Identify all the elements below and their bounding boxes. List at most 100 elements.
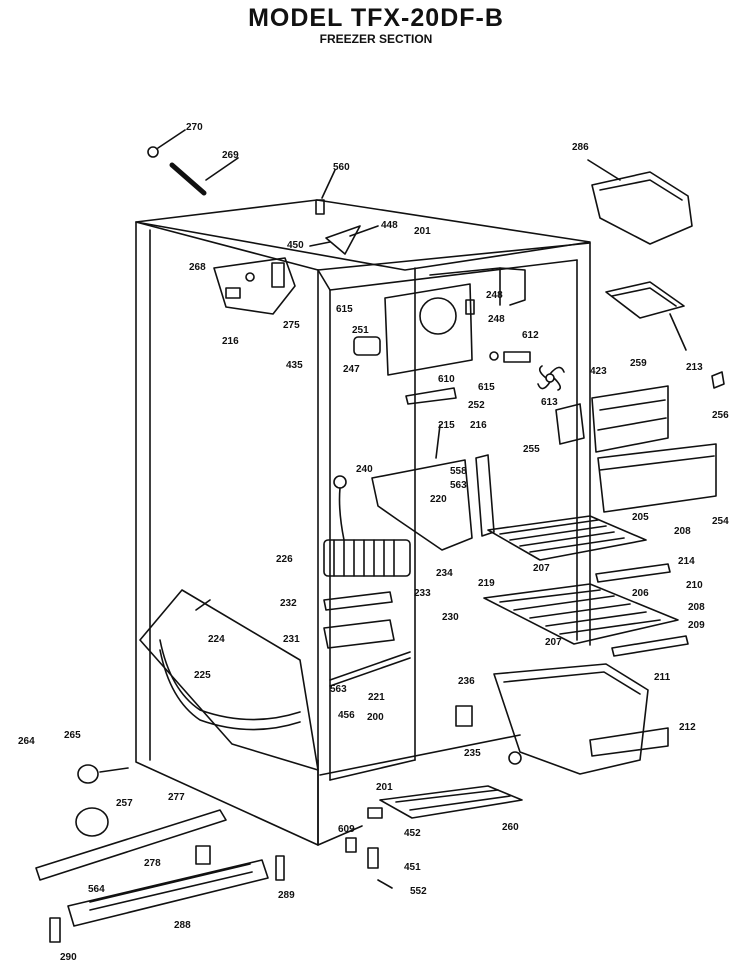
part-205-upper-shelf: [487, 515, 647, 561]
part-evaporator-cover: [384, 267, 526, 376]
part-269-rod: [169, 157, 239, 196]
part-226-evaporator: [323, 539, 411, 577]
callout-211: 211: [654, 672, 671, 683]
callout-251: 251: [352, 325, 369, 336]
callout-609: 609: [338, 824, 355, 835]
part-221-heater: [329, 651, 411, 687]
part-612-fan-bracket: [489, 351, 531, 363]
callout-233: 233: [414, 588, 431, 599]
callout-264: 264: [18, 736, 35, 747]
part-613-fan-blade: [537, 365, 565, 391]
callout-256: 256: [712, 410, 729, 421]
callout-235: 235: [464, 748, 481, 759]
callout-452: 452: [404, 828, 421, 839]
callout-252: 252: [468, 400, 485, 411]
callout-232: 232: [280, 598, 297, 609]
callout-248: 248: [486, 290, 503, 301]
part-213-ice-tray: [605, 281, 687, 351]
callout-208: 208: [674, 526, 691, 537]
callout-210: 210: [686, 580, 703, 591]
callout-254: 254: [712, 516, 729, 527]
callout-552: 552: [410, 886, 427, 897]
callout-423: 423: [590, 366, 607, 377]
callout-448: 448: [381, 220, 398, 231]
part-225-heater-frame: [139, 589, 319, 771]
callout-259: 259: [630, 358, 647, 369]
callout-207: 207: [545, 637, 562, 648]
callout-456: 456: [338, 710, 355, 721]
callout-277: 277: [168, 792, 185, 803]
part-609-spacer: [367, 807, 383, 819]
part-252-duct: [405, 387, 457, 405]
part-256-hinge: [711, 371, 725, 389]
callout-269: 269: [222, 150, 239, 161]
callout-563: 563: [450, 480, 467, 491]
part-209-shelf-rail: [611, 635, 689, 657]
callout-224: 224: [208, 634, 225, 645]
part-277-rail: [35, 809, 227, 881]
part-232-drain-pan: [323, 591, 393, 611]
part-435-lamp-socket: [353, 336, 381, 356]
callout-451: 451: [404, 862, 421, 873]
diagram-subtitle: FREEZER SECTION: [319, 32, 433, 46]
callout-612: 612: [522, 330, 539, 341]
part-236-bracket: [455, 705, 473, 727]
callout-289: 289: [278, 890, 295, 901]
part-216-channel: [475, 454, 495, 537]
callout-450: 450: [287, 240, 304, 251]
callout-564: 564: [88, 884, 105, 895]
diagram-title: MODEL TFX-20DF-B: [248, 4, 504, 32]
callout-247: 247: [343, 364, 360, 375]
part-288-grille: [67, 859, 269, 927]
callout-268: 268: [189, 262, 206, 273]
callout-209: 209: [688, 620, 705, 631]
callout-230: 230: [442, 612, 459, 623]
part-240-thermostat: [333, 475, 347, 541]
callout-615: 615: [478, 382, 495, 393]
part-215-air-duct: [371, 424, 473, 551]
callout-216: 216: [470, 420, 487, 431]
callout-265: 265: [64, 730, 81, 741]
callout-563: 563: [330, 684, 347, 695]
part-289-bracket: [275, 855, 285, 881]
callout-208: 208: [688, 602, 705, 613]
part-560-screw: [315, 169, 336, 215]
callout-260: 260: [502, 822, 519, 833]
part-257-knob: [75, 807, 109, 837]
part-231-trough: [323, 619, 395, 649]
callout-213: 213: [686, 362, 703, 373]
part-290-bracket: [49, 917, 61, 943]
callout-205: 205: [632, 512, 649, 523]
callout-248: 248: [488, 314, 505, 325]
part-259-door: [591, 385, 669, 453]
callout-206: 206: [632, 588, 649, 599]
part-270-clip: [147, 129, 186, 158]
freezer-cabinet: [135, 199, 591, 846]
callout-201: 201: [414, 226, 431, 237]
callout-240: 240: [356, 464, 373, 475]
callout-610: 610: [438, 374, 455, 385]
part-211-bin: [493, 663, 669, 775]
part-448-light-shield: [309, 225, 379, 255]
part-206-lower-shelf: [483, 583, 679, 645]
callout-231: 231: [283, 634, 300, 645]
callout-288: 288: [174, 920, 191, 931]
callout-286: 286: [572, 142, 589, 153]
part-260-basket: [379, 785, 523, 819]
callout-257: 257: [116, 798, 133, 809]
part-278-clip: [195, 845, 211, 865]
callout-290: 290: [60, 952, 77, 963]
callout-219: 219: [478, 578, 495, 589]
part-452-451-bracket: [345, 837, 393, 889]
callout-234: 234: [436, 568, 453, 579]
callout-216: 216: [222, 336, 239, 347]
callout-labels: 2702695604484502012862682752166152512482…: [18, 122, 729, 963]
callout-435: 435: [286, 360, 303, 371]
callout-226: 226: [276, 554, 293, 565]
part-265-264-roller: [77, 764, 129, 784]
callout-215: 215: [438, 420, 455, 431]
part-255-cover: [555, 403, 585, 445]
callout-221: 221: [368, 692, 385, 703]
callout-613: 613: [541, 397, 558, 408]
callout-278: 278: [144, 858, 161, 869]
